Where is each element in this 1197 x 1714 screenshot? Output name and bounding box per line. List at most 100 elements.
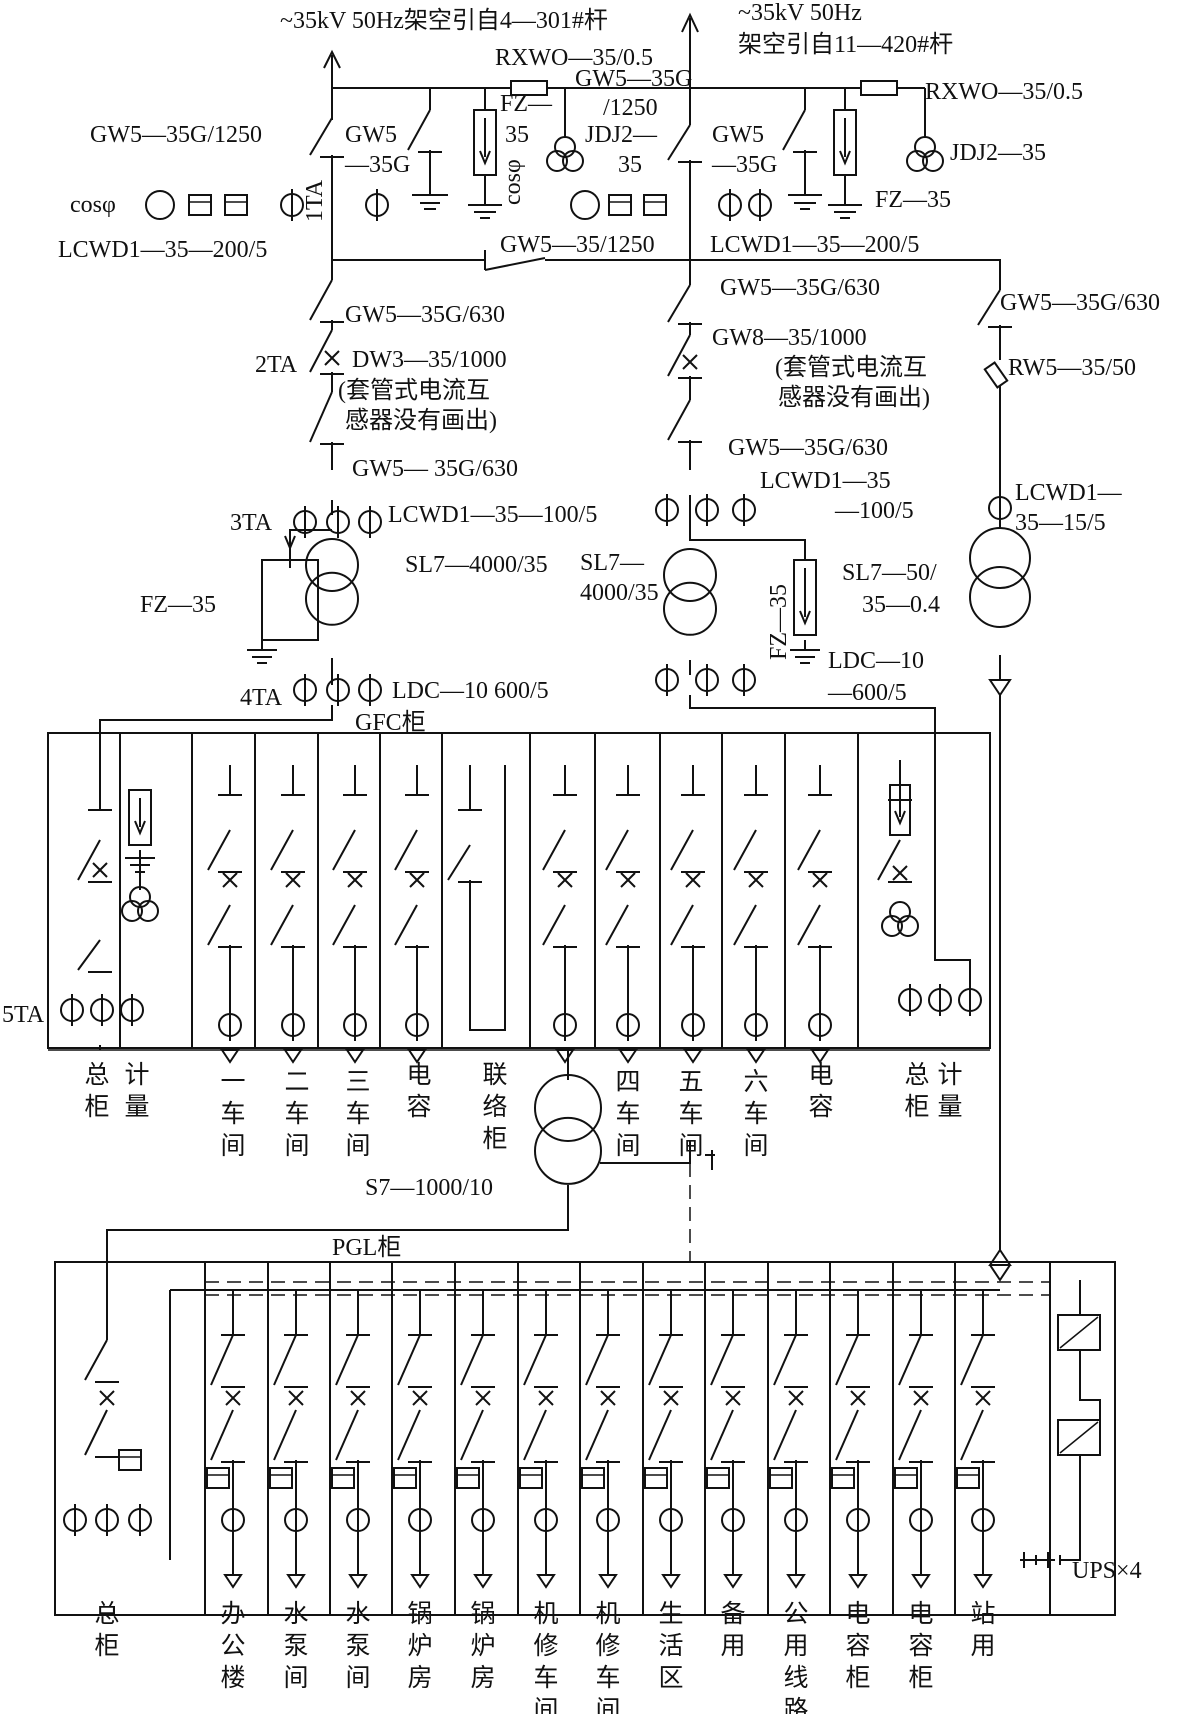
rxwo-fuse-left-icon [510, 80, 548, 96]
label-br-lcwd-b: 35—15/5 [1015, 510, 1106, 536]
label-jdj-1b: 35 [618, 152, 642, 178]
label-bm-ldc-a: LDC—10 [828, 648, 924, 674]
gfc-total-r-breaker-icon [892, 865, 908, 881]
pgl-feeder-stub [596, 1290, 620, 1336]
pgl-feeder-switch-icon [960, 1334, 984, 1386]
label-gw5-1250-left: GW5—35G/1250 [90, 122, 262, 148]
label-char: 机 [533, 1600, 558, 1628]
label-bl-note-b: 感器没有画出) [345, 407, 497, 434]
gfc-feeder-lower-switch-icon [270, 904, 294, 946]
gfc-feeder-breaker-icon [812, 872, 828, 888]
pgl-feeder-meter-icon [269, 1467, 293, 1489]
label-gw5-a: GW5 [345, 122, 397, 148]
bm-gw5b-switch-icon [667, 399, 691, 441]
pgl-feeder-switch-icon [898, 1334, 922, 1386]
label-char: 路 [783, 1696, 808, 1714]
label-char: 用 [970, 1633, 995, 1660]
gfc-feeder-breaker-icon [347, 872, 363, 888]
label-char: 四 [615, 1069, 640, 1096]
arrester-arrow [479, 118, 491, 166]
label-char: 机 [595, 1600, 620, 1628]
gfc-feeder-upper-switch-icon [542, 829, 566, 871]
gfc-feeder-arrow-icon [618, 1049, 638, 1064]
label-char: 锅 [407, 1600, 432, 1628]
gfc-feeder-upper-switch-icon [207, 829, 231, 871]
pgl-feeder-switch-icon [335, 1334, 359, 1386]
pgl-feeder-breaker-icon [788, 1390, 804, 1406]
label-bl-note-a: (套管式电流互 [338, 377, 490, 404]
gfc-tie-switch-icon [447, 844, 471, 881]
label-lcwd-right: LCWD1—35—200/5 [710, 232, 919, 258]
label-gw5-mid-a: GW5—35G [575, 66, 692, 92]
pgl-feeder-meter-icon [894, 1467, 918, 1489]
label-char: 计 [937, 1061, 962, 1089]
label-lcwd-left: LCWD1—35—200/5 [58, 237, 267, 263]
label-char: 车 [743, 1100, 768, 1128]
label-char: 计 [124, 1061, 149, 1089]
gfc-label-12: 计量 [937, 1061, 962, 1121]
pgl-feeder-stub [284, 1290, 308, 1336]
pgl-feeder-arrow-icon [848, 1574, 868, 1589]
label-char: 柜 [845, 1664, 870, 1692]
label-char: 活 [658, 1632, 683, 1660]
label-bm-note-b: 感器没有画出) [778, 384, 930, 411]
label-fz-1b: 35 [505, 122, 529, 148]
label-3ta: 3TA [230, 510, 273, 536]
label-char: 电 [845, 1600, 870, 1628]
label-char: 间 [345, 1664, 370, 1692]
gfc-label-11: 总柜 [904, 1061, 929, 1121]
label-char: 用 [783, 1633, 808, 1660]
gfc-feeder-upper-switch-icon [270, 829, 294, 871]
pgl-feeder-stub [346, 1290, 370, 1336]
gfc-feeder-upper-switch-icon [733, 829, 757, 871]
gfc-feeder-upper-switch-icon [797, 829, 821, 871]
label-char: 间 [284, 1132, 309, 1160]
pgl-feeder-arrow-icon [410, 1574, 430, 1589]
pgl-feeder-switch-icon [523, 1334, 547, 1386]
bm-gw8-switch-icon [667, 334, 691, 377]
label-char: 生 [658, 1600, 683, 1628]
label-char: 柜 [94, 1632, 119, 1660]
label-char: 车 [533, 1664, 558, 1692]
label-char: 锅 [470, 1600, 495, 1628]
label-bm-gw5a: GW5—35G/630 [720, 275, 880, 301]
label-gw5-c: GW5 [712, 122, 764, 148]
gfc-feeder-lower-switch-icon [733, 904, 757, 946]
label-char: 办 [220, 1600, 245, 1628]
gfc-feeder-arrow-icon [220, 1049, 240, 1064]
label-char: 量 [937, 1094, 962, 1121]
label-bm-note-a: (套管式电流互 [775, 354, 927, 381]
vt-circle [121, 900, 143, 922]
gfc-label-10: 电容 [808, 1061, 833, 1121]
br-gw5-switch-icon [977, 289, 1001, 326]
pgl-feeder-breaker-icon [412, 1390, 428, 1406]
label-1ta: 1TA [302, 179, 328, 222]
pgl-feeder-meter-icon [456, 1467, 480, 1489]
vertical-labels: 总柜计量一车间二车间三车间电容联络柜四车间五车间六车间电容总柜计量总柜办公楼水泵… [84, 1061, 995, 1714]
gfc-label-5: 电容 [406, 1061, 431, 1121]
label-bl-gw5a: GW5—35G/630 [345, 302, 505, 328]
label-jdj-2: JDJ2—35 [950, 140, 1046, 166]
fz-left-arrester-icon [473, 109, 497, 176]
pgl-feeder-lower-switch-icon [210, 1409, 234, 1461]
pgl-feeder-lower-switch-icon [273, 1409, 297, 1461]
bm-gw5a-switch-icon [667, 284, 691, 323]
label-jdj-1a: JDJ2— [585, 122, 658, 148]
gfc-meter-r-arrester-icon [889, 784, 911, 836]
pgl-label-13: 站用 [970, 1600, 995, 1660]
pgl-total-breaker-icon [99, 1390, 115, 1406]
pgl-feeder-stub [659, 1290, 683, 1336]
gfc-label-2: 一车间 [220, 1069, 245, 1160]
label-char: 电 [908, 1600, 933, 1628]
gfc-feeder-breaker-icon [748, 872, 764, 888]
label-char: 修 [595, 1632, 620, 1660]
pgl-label-3: 水泵间 [345, 1600, 370, 1692]
label-5ta: 5TA [2, 1002, 45, 1028]
label-bl-lcwd: LCWD1—35—100/5 [388, 502, 597, 528]
pgl-feeder-arrow-icon [973, 1574, 993, 1589]
label-fz-1a: FZ— [500, 91, 553, 117]
pgl-feeder-breaker-icon [600, 1390, 616, 1406]
gfc-feeder-arrow-icon [345, 1049, 365, 1064]
gfc-feeder-breaker-icon [222, 872, 238, 888]
